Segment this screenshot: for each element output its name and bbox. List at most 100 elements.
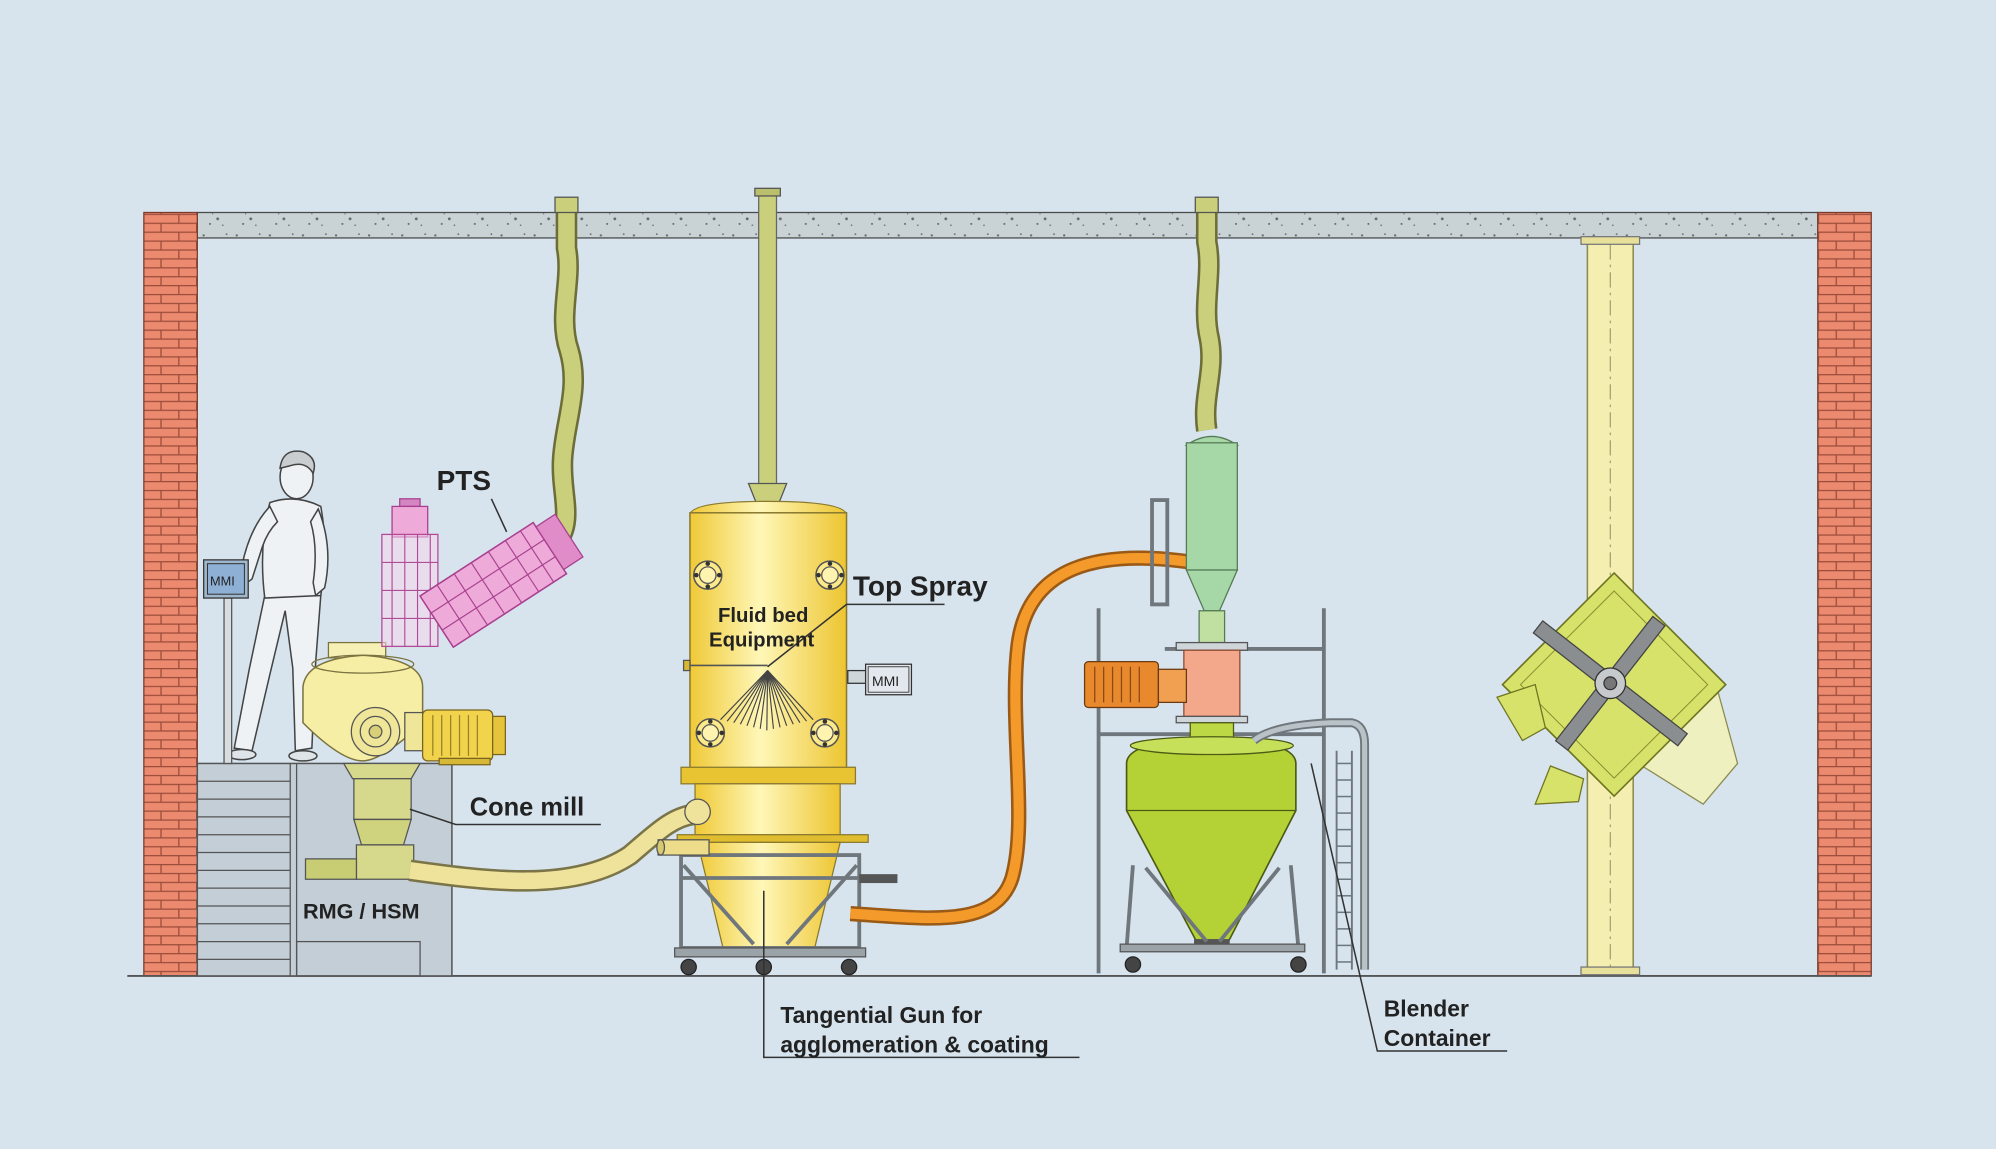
tangential-gun-label-line1: Tangential Gun for [780,1002,982,1028]
fbe-bottom-ring [680,766,857,785]
fbe-wheel [680,958,697,976]
cone-mill-leader [409,808,601,826]
pts-filter-grid [430,530,556,637]
fbe-mmi-box [864,663,913,696]
fbe-mmi-connector [847,669,867,684]
container-stand-brace [1218,866,1281,943]
blender-container-label-line1: Blender [1384,996,1469,1022]
mixer-bowl-rim [311,654,415,674]
blender-column-bottom-flange [1580,966,1641,976]
station-gearbox [1157,668,1188,704]
operator-pants [233,594,322,752]
operator-hair [279,450,316,476]
fbe-porthole [692,560,723,590]
leader-lines [409,498,1508,1059]
bin-blender [1496,236,1739,976]
panel-mmi-label: MMI [210,573,235,588]
transition-bottom-flange [1175,715,1249,724]
spray-line [753,670,769,728]
fbe-porthole [815,560,845,590]
top-spray-leader [767,603,945,668]
fbe-product-bowl [694,783,841,836]
transition-top-flange [1175,641,1249,651]
rmg-mixer [302,641,507,766]
top-spray-label: Top Spray [853,571,988,602]
spray-fan [720,670,814,731]
blender-container-leader [1310,763,1508,1052]
right-brick-wall [1817,211,1872,977]
spray-line [767,670,801,724]
operator-right-arm [309,507,329,597]
spray-line [733,670,769,724]
spray-line [759,670,769,729]
container-stand-leg [1124,865,1135,949]
container-stand-leg [1288,865,1301,949]
container-wheel [1124,956,1142,973]
blender-discharge-left [1496,683,1547,742]
tangential-gun-nozzle [656,839,666,856]
cone-mill-hopper [342,762,422,780]
container-stand-brace [1144,866,1209,943]
spray-line [739,670,769,725]
fbe-air-plenum [696,841,841,949]
fbe-wheel [840,958,858,976]
cone-mill-body [353,778,412,821]
blender-discharge-bottom [1534,765,1585,805]
fluid-bed-label-line1: Fluid bed [718,605,809,627]
panel-screen [206,563,245,595]
pts-filter-body [418,513,584,649]
blender-pivot-hub [1603,676,1618,691]
pts-unit [381,498,584,649]
fbe-inlet-ring [684,798,711,826]
spray-line [767,670,808,722]
blender-cross-bars [1532,615,1689,752]
fbe-dome [689,500,848,516]
mixer-motor-foot [438,757,491,766]
blender-container-label-line2: Container [1384,1025,1491,1051]
container-return-pipe-inner [1252,720,1368,970]
spray-line [767,670,775,729]
cone-mill-label: Cone mill [470,794,585,822]
pts-label: PTS [437,465,491,496]
pts-hose-ceiling-flange [554,196,579,214]
fbe-duct-flange [754,187,781,197]
fbe-mmi-label: MMI [872,673,899,689]
mixer-discharge-inner [359,715,392,748]
pts-leader [490,498,508,533]
pts-vacuum-hose [554,196,579,544]
fbe-lance-port [682,659,691,672]
tangential-gun-leader [763,890,1080,1059]
container-lid [1129,736,1294,756]
blender-column-top-flange [1580,236,1641,245]
station-motor-fins [1094,666,1140,703]
container-loading-station [1083,196,1370,974]
spray-line [767,670,781,728]
mixer-motor-cap [491,715,507,756]
pts-vertical-cap [391,505,429,538]
platform-stairs [197,780,291,961]
fbe-base-plate [674,947,867,958]
container-hose-fill [1206,210,1211,430]
rmg-hsm-label: RMG / HSM [303,899,420,924]
control-panel: MMI [203,559,249,765]
spray-line [720,670,769,721]
spray-line [767,670,814,721]
transition-chute [1183,649,1241,718]
cyclone-neck [1198,610,1226,644]
left-brick-wall [143,211,198,977]
operator-shoe [288,749,318,762]
mixer-chopper-port [404,711,424,752]
fbe-mmi-screen [867,666,910,693]
cone-mill-outlet [355,844,415,880]
tangential-gun-label-line2: agglomeration & coating [780,1031,1048,1057]
cone-mill-motor [304,858,358,880]
spray-line [767,670,788,726]
cyclone-support-frame [1150,498,1170,607]
ladder-rungs [1336,762,1352,963]
spray-line [766,670,769,731]
panel-pole [223,597,233,765]
ceiling-slab [196,211,1819,239]
cone-mill-cone [353,818,413,846]
spray-line [726,670,769,722]
